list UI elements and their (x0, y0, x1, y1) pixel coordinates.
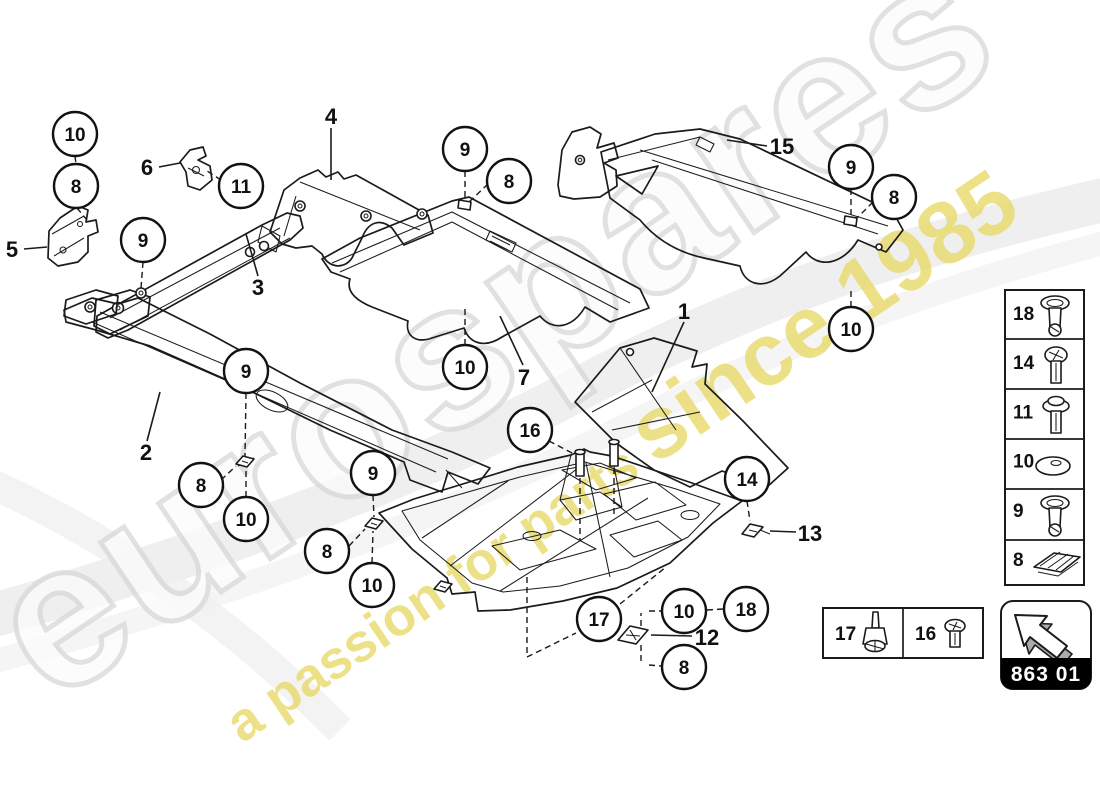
svg-text:11: 11 (231, 177, 252, 198)
push-rivet-icon (862, 611, 888, 653)
part-6-bracket (179, 146, 213, 191)
svg-text:9: 9 (138, 231, 149, 252)
part-label-3[interactable]: 3 (252, 275, 264, 300)
part-label-1[interactable]: 1 (678, 299, 690, 324)
part-label-15[interactable]: 15 (770, 134, 794, 159)
legend-row-10[interactable]: 10 (1013, 452, 1071, 476)
ring-rivet-icon (1040, 295, 1070, 337)
svg-text:8: 8 (889, 188, 900, 209)
svg-text:10: 10 (64, 125, 85, 146)
part-1-panel (574, 337, 789, 488)
legend-num: 8 (1013, 550, 1024, 571)
part-label-5[interactable]: 5 (6, 237, 18, 262)
svg-text:8: 8 (322, 542, 333, 563)
pan-screw-icon (944, 618, 966, 648)
leader-lines-solid (23, 128, 797, 637)
spring-clip-icon (1033, 551, 1081, 577)
svg-text:9: 9 (460, 140, 471, 161)
legend-num: 17 (835, 624, 856, 645)
part-label-2[interactable]: 2 (140, 440, 152, 465)
callout-8[interactable]: 8 (52, 162, 100, 210)
part-label-13[interactable]: 13 (798, 521, 822, 546)
part-7-panel (321, 196, 650, 345)
svg-text:8: 8 (679, 658, 690, 679)
callout-9[interactable]: 9 (827, 143, 875, 191)
nav-arrow-box[interactable]: 863 01 (1000, 600, 1092, 690)
svg-text:18: 18 (735, 600, 756, 621)
callout-10[interactable]: 10 (660, 587, 708, 635)
svg-text:8: 8 (196, 476, 207, 497)
callout-9[interactable]: 9 (222, 347, 270, 395)
clip-fastener-icon (235, 455, 771, 645)
legend-row-18[interactable]: 18 (1013, 295, 1070, 337)
callout-17[interactable]: 17 (575, 595, 623, 643)
callout-9[interactable]: 9 (441, 125, 489, 173)
callout-10[interactable]: 10 (441, 343, 489, 391)
callout-8[interactable]: 8 (870, 173, 918, 221)
legend-row-9[interactable]: 9 (1013, 495, 1070, 537)
legend-row-11[interactable]: 11 (1013, 395, 1070, 434)
svg-text:8: 8 (71, 177, 82, 198)
legend-num: 14 (1013, 353, 1035, 374)
callout-8[interactable]: 8 (485, 157, 533, 205)
svg-text:10: 10 (361, 576, 382, 597)
mounting-stud (608, 438, 620, 467)
svg-text:8: 8 (504, 172, 515, 193)
part-label-6[interactable]: 6 (141, 155, 153, 180)
callout-8[interactable]: 8 (177, 461, 225, 509)
svg-text:10: 10 (454, 358, 475, 379)
svg-text:9: 9 (241, 362, 252, 383)
callout-16[interactable]: 16 (506, 406, 554, 454)
legend-row-8[interactable]: 8 (1013, 550, 1081, 577)
part-5-bracket (47, 205, 99, 267)
callout-8[interactable]: 8 (303, 527, 351, 575)
callout-10[interactable]: 10 (222, 495, 270, 543)
fastener-legend-sidebar: 18 14 11 10 9 (1004, 289, 1085, 586)
line-art (23, 126, 904, 667)
part-15-panel (557, 126, 904, 285)
callout-10[interactable]: 10 (827, 305, 875, 353)
callout-8[interactable]: 8 (660, 643, 708, 691)
ring-rivet-icon (1040, 495, 1070, 537)
legend-bottom: 17 16 (822, 607, 984, 659)
svg-text:10: 10 (673, 602, 694, 623)
legend-num: 16 (915, 624, 936, 645)
leader-lines-dashed (74, 155, 874, 667)
legend-num: 10 (1013, 452, 1034, 473)
legend-num: 18 (1013, 304, 1034, 325)
flange-screw-icon (1042, 395, 1070, 434)
svg-text:16: 16 (519, 421, 540, 442)
callout-9[interactable]: 9 (119, 216, 167, 264)
part-label-12[interactable]: 12 (695, 625, 719, 650)
legend-row-14[interactable]: 14 (1013, 346, 1068, 384)
callout-9[interactable]: 9 (349, 449, 397, 497)
dome-screw-icon (1044, 346, 1068, 384)
mounting-stud (574, 448, 586, 477)
callout-18[interactable]: 18 (722, 585, 770, 633)
part-label-4[interactable]: 4 (325, 104, 338, 129)
callout-14[interactable]: 14 (723, 455, 771, 503)
svg-text:14: 14 (736, 470, 758, 491)
washer-icon (1035, 456, 1071, 476)
legend-num: 11 (1013, 402, 1034, 423)
diagram-code: 863 01 (1011, 663, 1081, 686)
callout-10[interactable]: 10 (51, 110, 99, 158)
svg-text:9: 9 (368, 464, 379, 485)
floor-pan-panel (378, 438, 743, 612)
svg-text:17: 17 (588, 610, 609, 631)
callout-11[interactable]: 11 (217, 162, 265, 210)
svg-text:10: 10 (840, 320, 861, 341)
svg-text:9: 9 (846, 158, 857, 179)
callout-10[interactable]: 10 (348, 561, 396, 609)
code-band (1001, 658, 1091, 689)
legend-row-16[interactable]: 16 (915, 618, 966, 648)
legend-row-17[interactable]: 17 (835, 611, 888, 653)
part-label-7[interactable]: 7 (518, 365, 530, 390)
legend-num: 9 (1013, 501, 1024, 522)
svg-text:10: 10 (235, 510, 256, 531)
